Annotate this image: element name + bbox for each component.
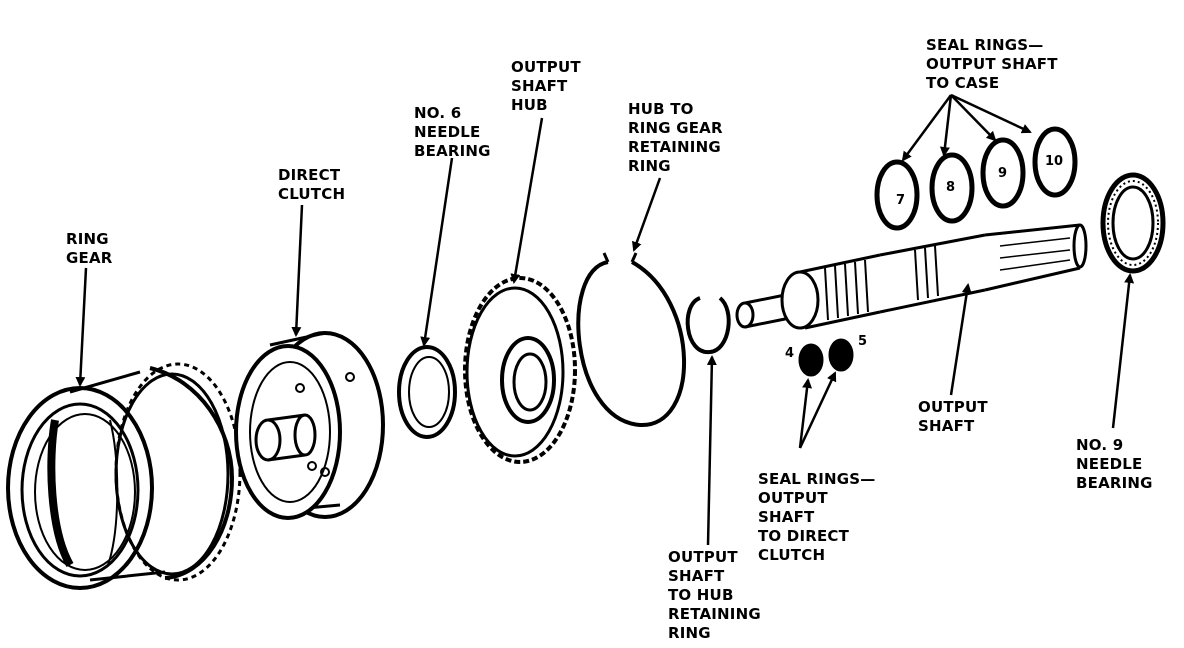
seal-number-9: 9 <box>998 166 1008 181</box>
seal-rings-case <box>874 126 1078 231</box>
seal-rings-direct-clutch <box>798 338 854 377</box>
label-ring-gear: RING GEAR <box>66 230 113 267</box>
output-shaft-hub <box>463 276 577 464</box>
label-output-shaft: OUTPUT SHAFT <box>918 398 988 435</box>
label-seal-rings-case: SEAL RINGS— OUTPUT SHAFT TO CASE <box>926 36 1058 92</box>
seal-number-4: 4 <box>785 346 795 361</box>
output-shaft <box>735 223 1088 330</box>
label-needle-bearing-6: NO. 6 NEEDLE BEARING <box>414 104 491 160</box>
seal-number-5: 5 <box>858 334 868 349</box>
needle-bearing-6 <box>397 345 457 439</box>
ring-gear <box>6 362 242 590</box>
needle-bearing-9 <box>1100 172 1166 274</box>
hub-retaining-ring <box>576 252 687 428</box>
label-needle-bearing-9: NO. 9 NEEDLE BEARING <box>1076 436 1153 492</box>
label-hub-retaining-ring: HUB TO RING GEAR RETAINING RING <box>628 100 723 175</box>
seal-number-7: 7 <box>896 193 906 208</box>
label-output-shaft-hub: OUTPUT SHAFT HUB <box>511 58 581 114</box>
label-snap-ring: OUTPUT SHAFT TO HUB RETAINING RING <box>668 548 761 642</box>
snap-ring <box>685 296 731 355</box>
seal-number-8: 8 <box>946 180 956 195</box>
label-direct-clutch: DIRECT CLUTCH <box>278 166 346 203</box>
direct-clutch <box>234 331 385 520</box>
label-seal-rings-direct-clutch: SEAL RINGS— OUTPUT SHAFT TO DIRECT CLUTC… <box>758 470 876 564</box>
leader-lines <box>75 93 1135 546</box>
seal-number-10: 10 <box>1045 154 1064 169</box>
